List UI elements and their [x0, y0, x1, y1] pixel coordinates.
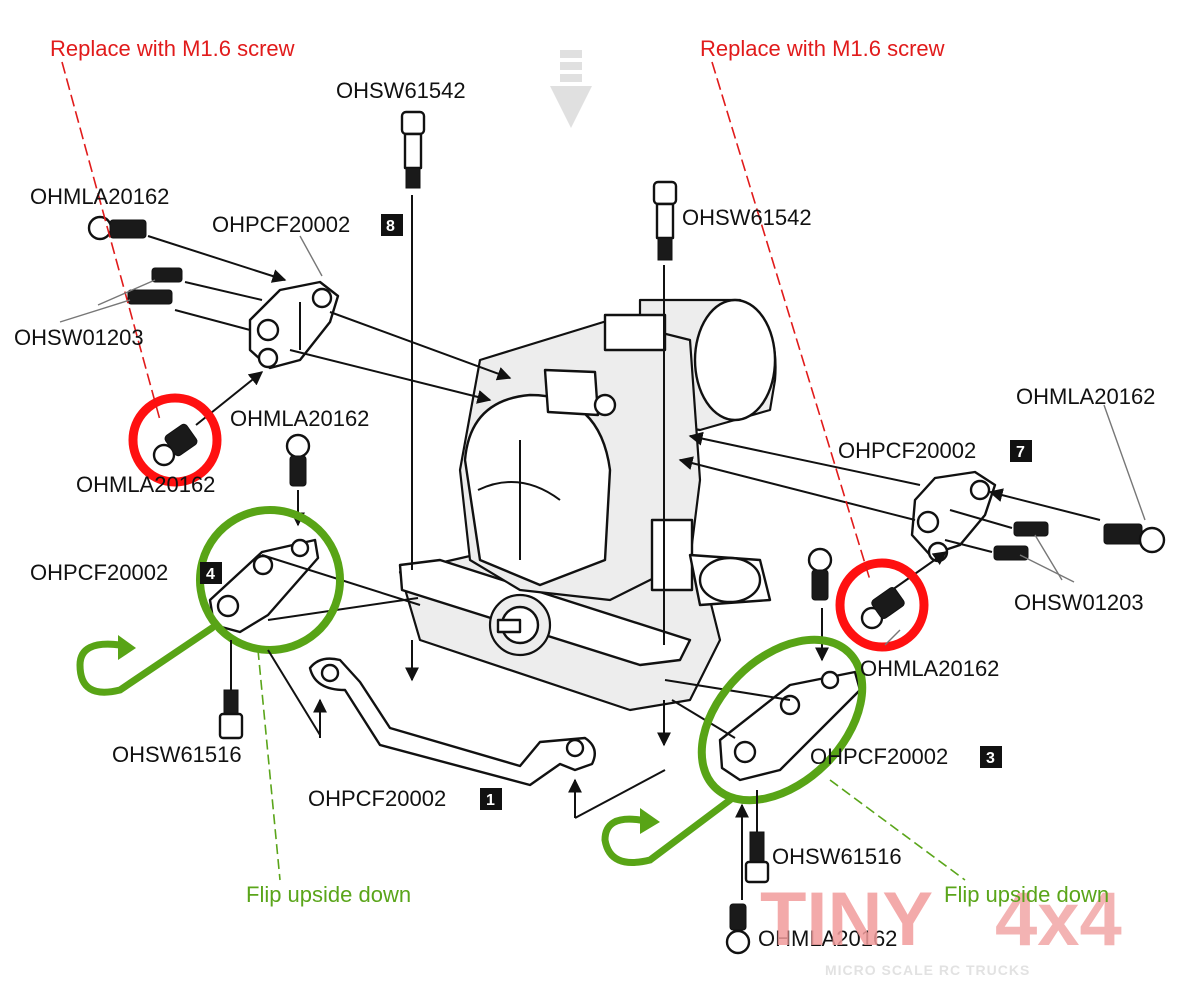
down-direction-arrow — [550, 50, 592, 128]
flip-arrow-left — [76, 624, 216, 696]
badge-3 — [980, 746, 1002, 768]
label-ohmla20162-right: OHMLA20162 — [1016, 384, 1155, 409]
label-ohmla20162-topleft: OHMLA20162 — [30, 184, 169, 209]
note-replace-left: Replace with M1.6 screw — [50, 36, 295, 61]
badge-8-text: 8 — [386, 218, 395, 235]
ball-stud-left-replace — [152, 423, 198, 467]
note-flip-left: Flip upside down — [246, 882, 411, 907]
label-ohpcf20002-8: OHPCF20002 — [212, 212, 350, 237]
badge-4-text: 4 — [206, 566, 215, 583]
shoulder-screw-right — [652, 180, 678, 261]
note-replace-right: Replace with M1.6 screw — [700, 36, 945, 61]
watermark-brand-a: TINY — [760, 877, 933, 962]
ball-stud-bottom — [725, 903, 751, 955]
label-ohmla20162-right-circle: OHMLA20162 — [860, 656, 999, 681]
watermark-brand-b: 4x4 — [995, 877, 1122, 962]
watermark-logo: TINY 4x4 MICRO SCALE RC TRUCKS — [760, 877, 1122, 978]
label-ohpcf20002-4: OHPCF20002 — [30, 560, 168, 585]
gearbox-housing — [398, 298, 777, 712]
green-leader-right — [829, 779, 966, 881]
label-ohsw61542-top: OHSW61542 — [336, 78, 466, 103]
label-ohsw61542-right: OHSW61542 — [682, 205, 812, 230]
left-upper-mount — [248, 280, 340, 370]
badge-1-text: 1 — [486, 792, 495, 809]
label-ohsw01203-left: OHSW01203 — [14, 325, 144, 350]
red-leader-right — [711, 61, 871, 581]
flip-circle-right — [697, 635, 867, 805]
ball-stud-right-replace — [860, 587, 905, 630]
ball-stud-right — [1103, 523, 1166, 554]
label-ohpcf20002-3: OHPCF20002 — [810, 744, 948, 769]
badge-3-text: 3 — [986, 750, 995, 767]
highlight-circle-right — [835, 558, 929, 652]
small-screws-left — [127, 267, 183, 305]
label-ohsw61516-right: OHSW61516 — [772, 844, 902, 869]
label-ohmla20162-bottom: OHMLA20162 — [758, 926, 897, 951]
screw-ohsw61516-left — [218, 689, 244, 740]
lower-link — [308, 657, 596, 787]
ball-stud-mid — [285, 433, 311, 487]
right-upper-mount — [910, 470, 997, 563]
badge-4 — [200, 562, 222, 584]
flip-arrow-right — [601, 796, 734, 866]
left-lower-mount — [208, 538, 320, 634]
small-screws-right — [993, 521, 1049, 561]
ball-stud-right-lower — [807, 547, 833, 601]
label-ohmla20162-left-circle: OHMLA20162 — [76, 472, 215, 497]
label-ohpcf20002-7: OHPCF20002 — [838, 438, 976, 463]
watermark-tagline: MICRO SCALE RC TRUCKS — [825, 962, 1030, 978]
badge-1 — [480, 788, 502, 810]
shoulder-screw-top — [400, 110, 426, 189]
screw-ohsw61516-right — [744, 831, 770, 884]
note-flip-right: Flip upside down — [944, 882, 1109, 907]
badge-8 — [381, 214, 403, 236]
ball-stud-topleft — [87, 215, 147, 241]
label-ohmla20162-mid: OHMLA20162 — [230, 406, 369, 431]
flip-circle-left — [196, 506, 344, 654]
red-leader-left — [61, 61, 161, 421]
right-lower-mount — [718, 670, 862, 782]
green-leader-left — [257, 649, 281, 881]
badge-7-text: 7 — [1016, 444, 1025, 461]
label-ohsw01203-right: OHSW01203 — [1014, 590, 1144, 615]
highlight-circle-left — [128, 393, 222, 487]
label-ohsw61516-left: OHSW61516 — [112, 742, 242, 767]
label-ohpcf20002-1: OHPCF20002 — [308, 786, 446, 811]
badge-7 — [1010, 440, 1032, 462]
